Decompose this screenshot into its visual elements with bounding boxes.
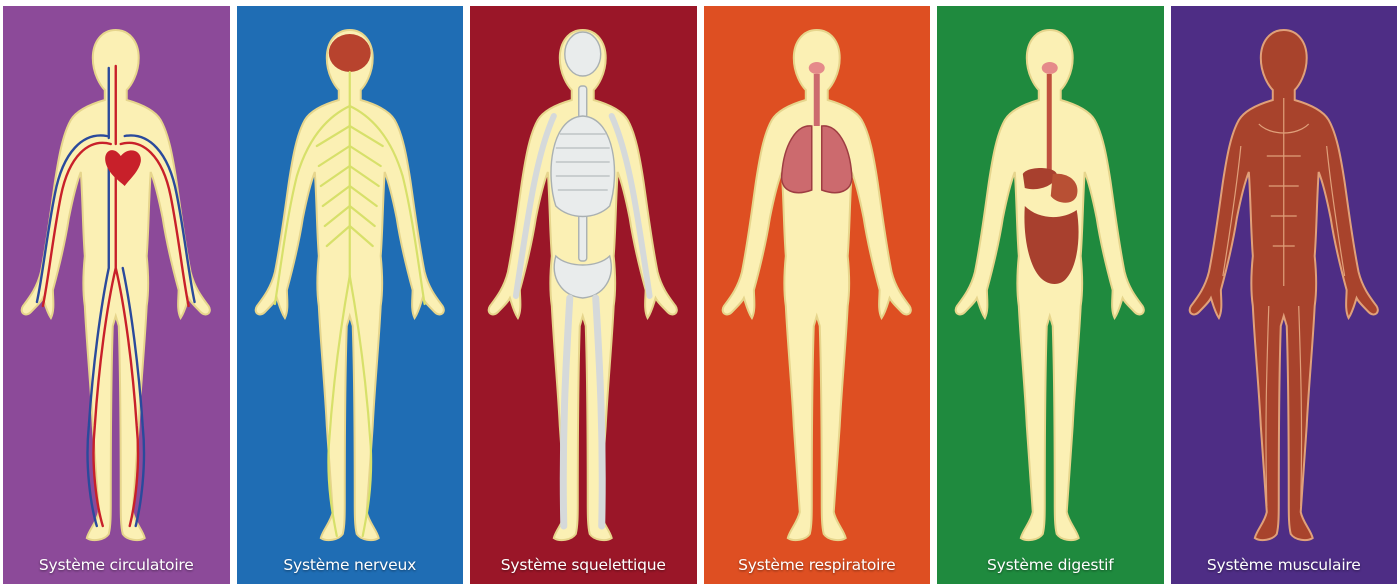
rib-cage [551,116,614,217]
body-systems-row: Système circulatoire Système nerveux [3,6,1397,584]
skull [565,32,601,76]
brain [328,34,370,72]
panel-digestive: Système digestif [937,6,1164,584]
panel-respiratory: Système respiratoire [704,6,931,584]
mouth-cavity [1042,62,1058,74]
circulatory-figure [3,6,230,584]
esophagus [1047,74,1052,174]
panel-label: Système digestif [937,556,1164,574]
respiratory-figure [704,6,931,584]
panel-circulatory: Système circulatoire [3,6,230,584]
trachea [813,74,819,126]
panel-label: Système squelettique [470,556,697,574]
nasal-cavity [808,62,824,74]
panel-label: Système nerveux [237,556,464,574]
panel-label: Système circulatoire [3,556,230,574]
digestive-figure [937,6,1164,584]
nervous-figure [237,6,464,584]
muscular-figure [1171,6,1398,584]
panel-skeletal: Système squelettique [470,6,697,584]
skeletal-figure [470,6,697,584]
panel-nervous: Système nerveux [237,6,464,584]
panel-muscular: Système musculaire [1171,6,1398,584]
panel-label: Système musculaire [1171,556,1398,574]
panel-label: Système respiratoire [704,556,931,574]
